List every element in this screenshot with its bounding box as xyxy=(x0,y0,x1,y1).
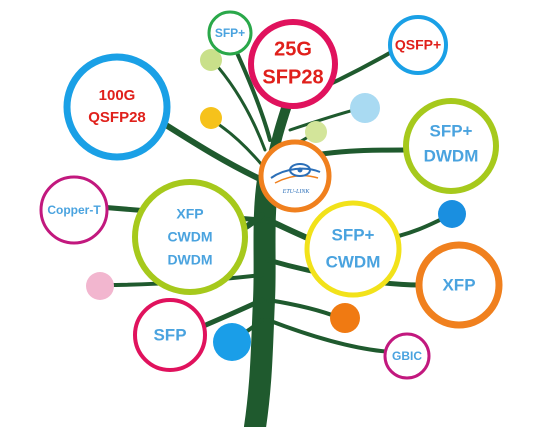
dot-green-light xyxy=(200,49,222,71)
dot-blue-bottom xyxy=(213,323,251,361)
node-label-line1: SFP+ xyxy=(430,121,473,140)
node-100g-qsfp28: 100G QSFP28 xyxy=(63,53,171,161)
dot-light-blue xyxy=(350,93,380,123)
node-label-line2: CWDM xyxy=(326,252,381,271)
node-label: XFP xyxy=(442,275,475,294)
node-qsfp-plus: QSFP+ xyxy=(388,15,448,75)
node-label-line2: QSFP28 xyxy=(88,109,146,126)
node-label-line2: DWDM xyxy=(424,146,479,165)
dot-lime-light xyxy=(305,121,327,143)
node-logo: ETU-LINK xyxy=(258,139,332,213)
node-label-line2: SFP28 xyxy=(262,66,323,88)
node-25g-sfp28: 25G SFP28 xyxy=(248,19,338,109)
node-label: GBIC xyxy=(392,349,422,363)
eye-swoosh-logo-icon xyxy=(270,163,321,184)
node-xfp-cwdm-dwdm: XFP CWDM DWDM xyxy=(132,179,248,295)
node-label-line2: CWDM xyxy=(167,229,212,245)
node-label-line1: 25G xyxy=(274,38,312,60)
node-label: Copper-T xyxy=(47,203,101,217)
node-label: SFP xyxy=(153,325,186,344)
dot-yellow xyxy=(200,107,222,129)
node-label-line1: XFP xyxy=(176,206,203,222)
node-sfp-bottom: SFP xyxy=(133,298,207,372)
node-label-line1: SFP+ xyxy=(332,225,375,244)
node-label: QSFP+ xyxy=(395,37,441,53)
node-sfp-plus-top: SFP+ xyxy=(207,10,253,56)
branch-gbic xyxy=(266,318,394,354)
dot-blue-right xyxy=(438,200,466,228)
node-sfp-plus-dwdm: SFP+ DWDM xyxy=(403,98,499,194)
dot-orange xyxy=(330,303,360,333)
node-label-line1: 100G xyxy=(99,87,136,104)
node-label: SFP+ xyxy=(215,26,245,40)
node-sfp-plus-cwdm: SFP+ CWDM xyxy=(304,200,402,298)
decorative-dots xyxy=(86,49,466,361)
node-copper-t: Copper-T xyxy=(39,175,109,245)
node-xfp-right: XFP xyxy=(415,241,503,329)
logo-text: ETU-LINK xyxy=(282,189,311,195)
branch-orange-dot xyxy=(266,298,342,320)
node-label-line3: DWDM xyxy=(167,252,212,268)
node-gbic: GBIC xyxy=(383,332,431,380)
dot-pink xyxy=(86,272,114,300)
